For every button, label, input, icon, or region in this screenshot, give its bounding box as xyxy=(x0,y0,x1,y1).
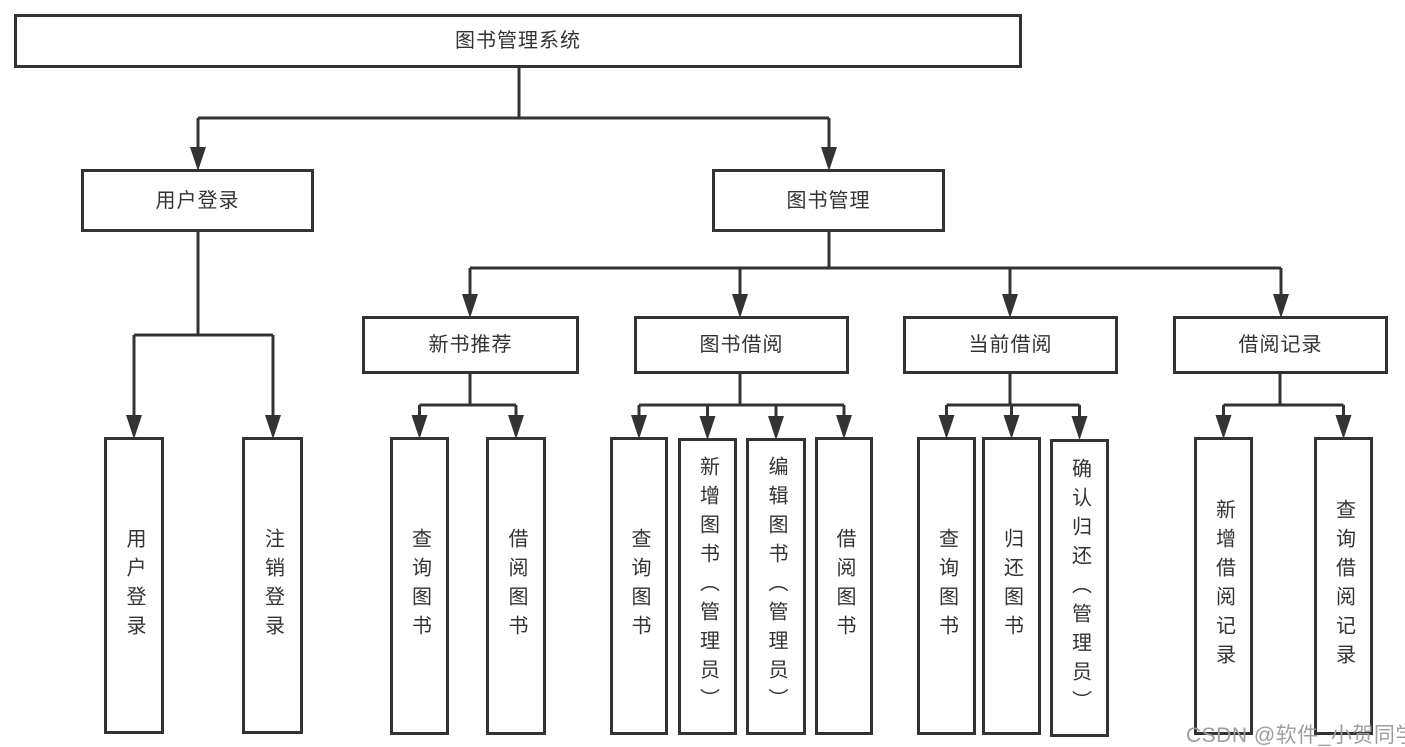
leaf-logout: 注销登录 xyxy=(242,437,303,734)
node-book-borrowing: 图书借阅 xyxy=(634,316,849,374)
connector-root-to-level1 xyxy=(196,68,831,148)
connector-current-to-leaves xyxy=(945,374,1081,416)
leaf-query-borrow-record: 查询借阅记录 xyxy=(1314,437,1373,735)
connector-records-to-leaves xyxy=(1222,374,1345,416)
leaf-add-borrow-record: 新增借阅记录 xyxy=(1194,437,1253,735)
leaf-current-query-books: 查询图书 xyxy=(917,437,976,735)
leaf-edit-book-admin: 编辑图书（管理员） xyxy=(746,438,806,735)
arrow-icon xyxy=(1003,415,1020,439)
arrow-icon xyxy=(699,416,716,440)
arrow-icon xyxy=(462,294,478,318)
arrow-icon xyxy=(1071,416,1088,440)
arrow-icon xyxy=(732,294,748,318)
node-current-borrowing: 当前借阅 xyxy=(903,316,1118,374)
arrow-icon xyxy=(1215,415,1232,439)
connector-bookmgmt-to-level2 xyxy=(468,232,1283,295)
arrow-icon xyxy=(1273,294,1289,318)
arrow-icon xyxy=(938,415,955,439)
leaf-confirm-return-admin: 确认归还（管理员） xyxy=(1050,439,1109,737)
arrow-icon xyxy=(126,415,142,439)
arrowheads xyxy=(126,147,1352,440)
connector-newbook-to-leaves xyxy=(418,374,518,416)
leaf-borrow-borrow-books: 借阅图书 xyxy=(815,437,873,735)
arrow-icon xyxy=(821,147,837,171)
node-borrowing-records: 借阅记录 xyxy=(1173,316,1388,374)
arrow-icon xyxy=(1335,415,1352,439)
arrow-icon xyxy=(631,415,647,439)
arrow-icon xyxy=(768,416,784,440)
arrow-icon xyxy=(190,147,206,171)
arrow-icon xyxy=(411,415,428,439)
arrow-icon xyxy=(1002,294,1018,318)
node-new-book-recommend: 新书推荐 xyxy=(362,316,579,374)
connector-borrow-to-leaves xyxy=(637,374,846,416)
leaf-newbook-borrow-books: 借阅图书 xyxy=(486,437,546,735)
node-root-system: 图书管理系统 xyxy=(14,14,1022,68)
arrow-icon xyxy=(508,415,524,439)
arrow-icon xyxy=(836,415,852,439)
leaf-borrow-query-books: 查询图书 xyxy=(610,437,668,735)
connector-userlogin-to-leaves xyxy=(132,232,275,416)
node-book-management-module: 图书管理 xyxy=(712,169,945,232)
leaf-add-book-admin: 新增图书（管理员） xyxy=(678,438,737,735)
arrow-icon xyxy=(265,415,281,439)
leaf-return-books: 归还图书 xyxy=(982,437,1041,735)
node-user-login-module: 用户登录 xyxy=(81,169,314,232)
leaf-newbook-query-books: 查询图书 xyxy=(390,437,449,735)
leaf-user-login: 用户登录 xyxy=(104,437,164,734)
csdn-watermark: CSDN @软件_小贺同学 xyxy=(1186,724,1405,747)
